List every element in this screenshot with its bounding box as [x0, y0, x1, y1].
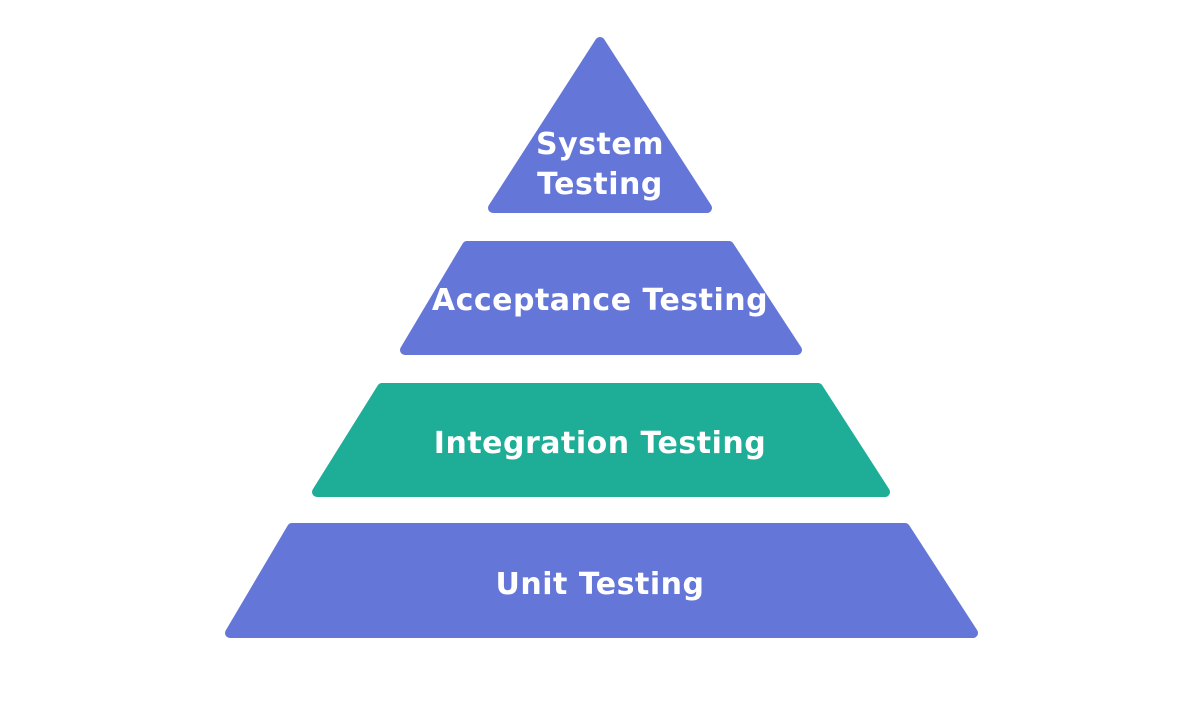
system-testing-shape [488, 37, 712, 213]
integration-testing-label: Integration Testing [434, 426, 766, 461]
unit-testing-shape [225, 523, 978, 638]
pyramid-level-system-testing: System Testing [488, 37, 712, 213]
acceptance-testing-shape [400, 241, 802, 355]
system-testing-label-line2: Testing [537, 167, 663, 202]
acceptance-testing-label: Acceptance Testing [432, 283, 768, 318]
pyramid-level-unit-testing: Unit Testing [225, 523, 978, 638]
system-testing-label-line1: System [536, 127, 664, 162]
unit-testing-label: Unit Testing [496, 567, 705, 602]
integration-testing-shape [312, 383, 890, 497]
pyramid-level-integration-testing: Integration Testing [312, 383, 890, 497]
pyramid-level-acceptance-testing: Acceptance Testing [400, 241, 802, 355]
